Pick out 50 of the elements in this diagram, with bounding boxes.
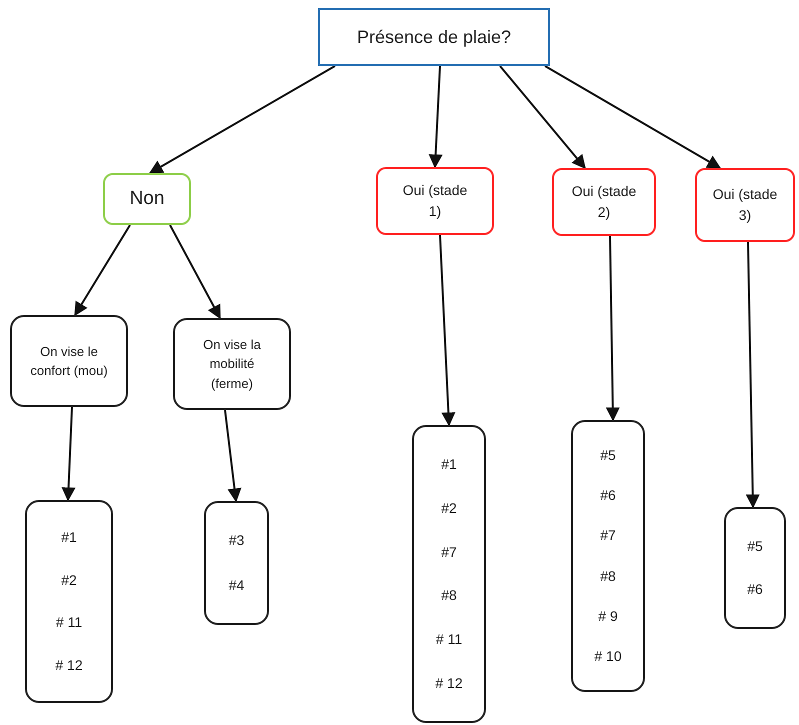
answer-box — [103, 173, 191, 225]
list-item: #6 — [600, 486, 616, 506]
list-item: # 9 — [598, 606, 618, 626]
list-item: #3 — [228, 531, 244, 550]
arrow — [224, 410, 242, 502]
list-box — [412, 425, 486, 723]
list-item: #5 — [747, 536, 763, 556]
answer-text: Oui (stade 2) — [570, 182, 638, 222]
arrow — [74, 224, 131, 316]
answer-text: Non — [130, 186, 164, 211]
list-item: #1 — [441, 454, 457, 474]
list-item: # 12 — [55, 656, 83, 675]
list-box — [724, 507, 786, 629]
list-item: # 12 — [435, 674, 463, 694]
question-text: Présence de plaie? — [356, 26, 512, 49]
arrow — [62, 406, 76, 502]
arrow — [148, 65, 336, 174]
question-box — [318, 8, 550, 66]
list-item: #6 — [747, 580, 763, 600]
list-item: #8 — [441, 586, 457, 606]
arrow — [606, 236, 620, 422]
list-item: # 11 — [436, 630, 462, 650]
list-item: #4 — [228, 576, 244, 595]
arrow — [169, 224, 221, 320]
goal-text: On vise le confort (mou) — [29, 342, 109, 380]
list-box — [571, 420, 645, 692]
goal-box — [173, 318, 291, 410]
list-box — [25, 500, 113, 703]
list-item: #2 — [441, 498, 457, 518]
arrow — [439, 234, 456, 426]
list-item: #1 — [61, 528, 77, 548]
list-item: # 11 — [56, 613, 82, 632]
arrow — [544, 65, 722, 169]
answer-box — [376, 167, 494, 235]
answer-text: Oui (stade 3) — [712, 185, 778, 225]
goal-box — [10, 315, 128, 407]
list-item: #7 — [600, 526, 616, 546]
answer-box — [695, 168, 795, 242]
arrow — [499, 65, 586, 170]
list-item: #7 — [441, 542, 457, 562]
list-box — [204, 501, 269, 625]
list-item: #8 — [600, 566, 616, 586]
answer-box — [552, 168, 656, 236]
arrow — [746, 242, 760, 508]
arrow — [428, 66, 443, 168]
list-item: # 10 — [594, 646, 622, 666]
list-item: #5 — [600, 446, 616, 466]
answer-text: Oui (stade 1) — [402, 181, 468, 221]
goal-text: On vise la mobilité (ferme) — [202, 336, 262, 393]
list-item: #2 — [61, 570, 77, 590]
